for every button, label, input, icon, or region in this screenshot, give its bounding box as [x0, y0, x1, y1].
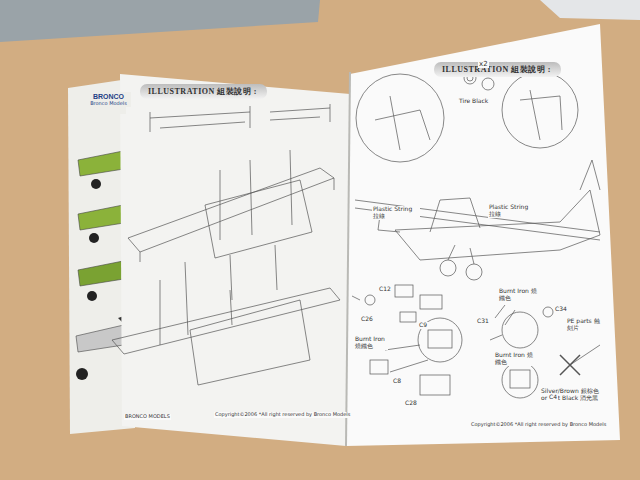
left-page: [120, 74, 350, 446]
brand-logo: BRONCOBronco Models: [86, 92, 131, 107]
brand-subtitle: Bronco Models: [89, 100, 128, 106]
aircraft-assembly: [355, 72, 600, 280]
part-number: C28: [404, 400, 418, 407]
spine: [346, 72, 350, 446]
part-number: C31: [476, 318, 490, 325]
paint-note: Tire Black: [458, 98, 489, 105]
part-number: C26: [360, 316, 374, 323]
header-text: ILLUSTRATION 組裝說明 :: [442, 64, 553, 75]
header-text: ILLUSTRATION 組裝說明 :: [148, 86, 259, 97]
part-number: C8: [392, 378, 402, 385]
right-page: [346, 24, 620, 446]
part-number: C34: [554, 306, 568, 313]
paint-note: Burnt Iron 燒鐵色: [354, 336, 388, 350]
brand-name: BRONCO: [89, 93, 128, 100]
part-note: PE parts 蝕刻片: [566, 318, 604, 332]
part-number: C4: [548, 394, 558, 401]
kit-box-lid: [540, 0, 640, 20]
paint-note: Burnt Iron 燒鐵色: [494, 352, 538, 366]
copyright: Copyright©2006 *All right reserved by Br…: [470, 422, 607, 428]
engine-parts: [352, 285, 600, 398]
section-header: ILLUSTRATION 組裝說明 :: [434, 62, 561, 77]
quantity-mark: x2: [478, 60, 489, 68]
kit-box: [0, 0, 320, 42]
part-note: Plastic String 拉線: [488, 204, 536, 218]
part-number: C12: [378, 286, 392, 293]
part-note: Plastic String 拉線: [372, 206, 420, 220]
copyright: Copyright©2006 *All right reserved by Br…: [214, 412, 351, 418]
paint-note: Burnt Iron 燒鐵色: [498, 288, 542, 302]
section-header: ILLUSTRATION 組裝說明 :: [140, 84, 267, 99]
footer-brand: BRONCO MODELS: [124, 414, 171, 420]
biplane-wing-assembly: [112, 104, 340, 385]
part-number: C9: [418, 322, 428, 329]
